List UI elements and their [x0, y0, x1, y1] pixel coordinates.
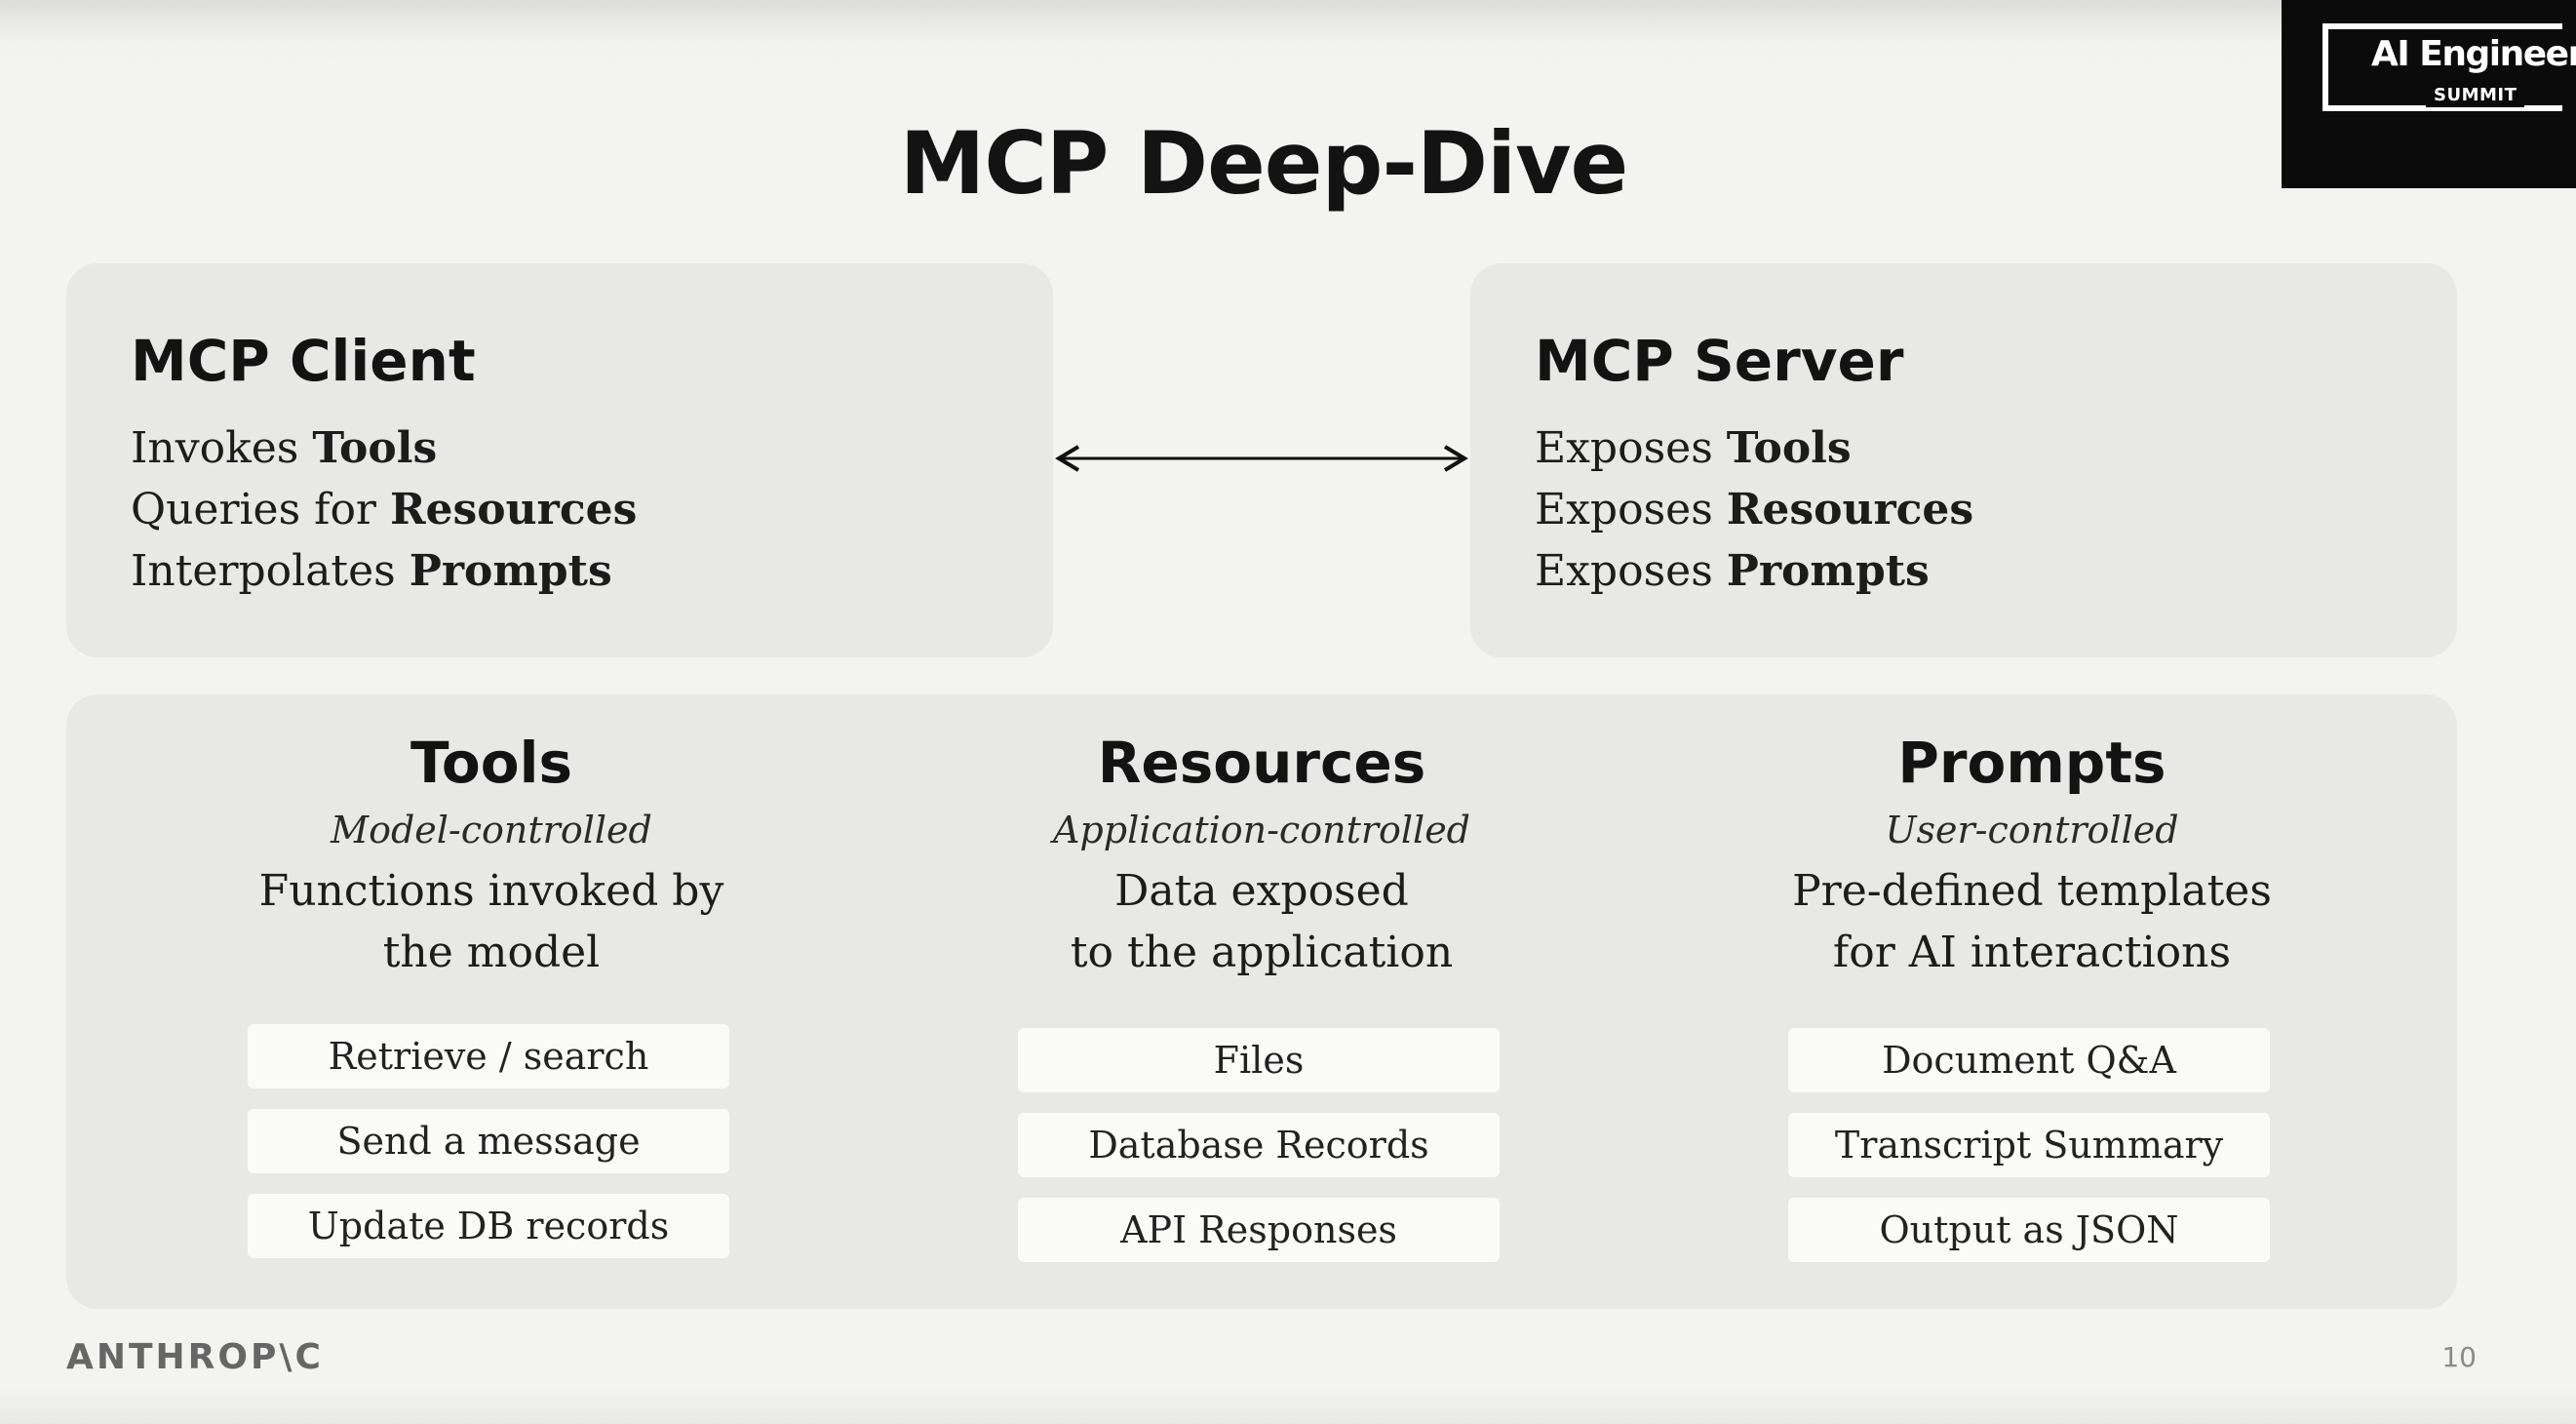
server-line-term: Resources	[1726, 485, 1974, 534]
tools-description-line: Functions invoked by	[258, 866, 724, 916]
client-line-prefix: Queries for	[131, 485, 390, 534]
prompts-example-item: Output as JSON	[1788, 1198, 2270, 1262]
client-line-term: Tools	[312, 423, 438, 473]
tools-control-label: Model-controlled	[331, 809, 652, 851]
mcp-server-capabilities: Exposes Tools Exposes Resources Exposes …	[1535, 417, 1973, 602]
server-line-prefix: Exposes	[1535, 423, 1727, 473]
page-number: 10	[2441, 1341, 2477, 1373]
tools-heading: Tools	[410, 730, 572, 796]
client-line-tools: Invokes Tools	[131, 417, 637, 479]
resources-heading: Resources	[1097, 730, 1426, 796]
tools-example-item: Send a message	[248, 1109, 729, 1173]
resources-description-line: Data exposed	[1114, 866, 1409, 916]
tools-example-item: Retrieve / search	[248, 1024, 729, 1088]
prompts-description-line: Pre-defined templates	[1792, 866, 2272, 916]
resources-example-item: Files	[1018, 1028, 1500, 1092]
slide-title: MCP Deep-Dive	[899, 113, 1628, 214]
logo-frame	[2322, 23, 2562, 111]
mcp-client-heading: MCP Client	[131, 328, 476, 394]
tools-description-line: the model	[382, 928, 601, 977]
tools-description: Functions invoked by the model	[113, 860, 870, 983]
client-line-prefix: Invokes	[131, 423, 313, 473]
mcp-client-capabilities: Invokes Tools Queries for Resources Inte…	[131, 417, 637, 602]
server-line-prefix: Exposes	[1535, 546, 1727, 596]
prompts-description-line: for AI interactions	[1832, 928, 2232, 977]
client-line-term: Resources	[389, 485, 638, 534]
client-line-prefix: Interpolates	[131, 546, 410, 596]
server-line-tools: Exposes Tools	[1535, 417, 1973, 479]
bidirectional-arrow-icon	[1055, 445, 1468, 472]
ai-engineer-summit-logo: AI Engineer SUMMIT	[2282, 0, 2576, 188]
logo-subtitle: SUMMIT	[2426, 84, 2525, 107]
server-line-prefix: Exposes	[1535, 485, 1727, 534]
primitives-panel: Tools Model-controlled Functions invoked…	[66, 694, 2457, 1309]
mcp-client-box: MCP Client Invokes Tools Queries for Res…	[66, 263, 1053, 657]
mcp-server-box: MCP Server Exposes Tools Exposes Resourc…	[1470, 263, 2457, 657]
prompts-example-item: Document Q&A	[1788, 1028, 2270, 1092]
resources-control-label: Application-controlled	[1052, 809, 1471, 851]
prompts-description: Pre-defined templates for AI interaction…	[1654, 860, 2410, 983]
server-line-prompts: Exposes Prompts	[1535, 540, 1973, 602]
prompts-control-label: User-controlled	[1885, 809, 2179, 851]
server-line-term: Tools	[1726, 423, 1852, 473]
resources-example-item: Database Records	[1018, 1113, 1500, 1177]
resources-description: Data exposed to the application	[883, 860, 1640, 983]
resources-description-line: to the application	[1070, 928, 1454, 977]
tools-example-item: Update DB records	[248, 1194, 729, 1258]
mcp-server-heading: MCP Server	[1535, 328, 1904, 394]
resources-example-item: API Responses	[1018, 1198, 1500, 1262]
client-line-prompts: Interpolates Prompts	[131, 540, 637, 602]
prompts-heading: Prompts	[1897, 730, 2166, 796]
server-line-resources: Exposes Resources	[1535, 479, 1973, 540]
prompts-example-item: Transcript Summary	[1788, 1113, 2270, 1177]
anthropic-logo: ANTHROP\C	[66, 1337, 324, 1377]
client-line-term: Prompts	[409, 546, 612, 596]
server-line-term: Prompts	[1726, 546, 1930, 596]
client-line-resources: Queries for Resources	[131, 479, 637, 540]
logo-wordmark: AI Engineer	[2371, 34, 2576, 74]
